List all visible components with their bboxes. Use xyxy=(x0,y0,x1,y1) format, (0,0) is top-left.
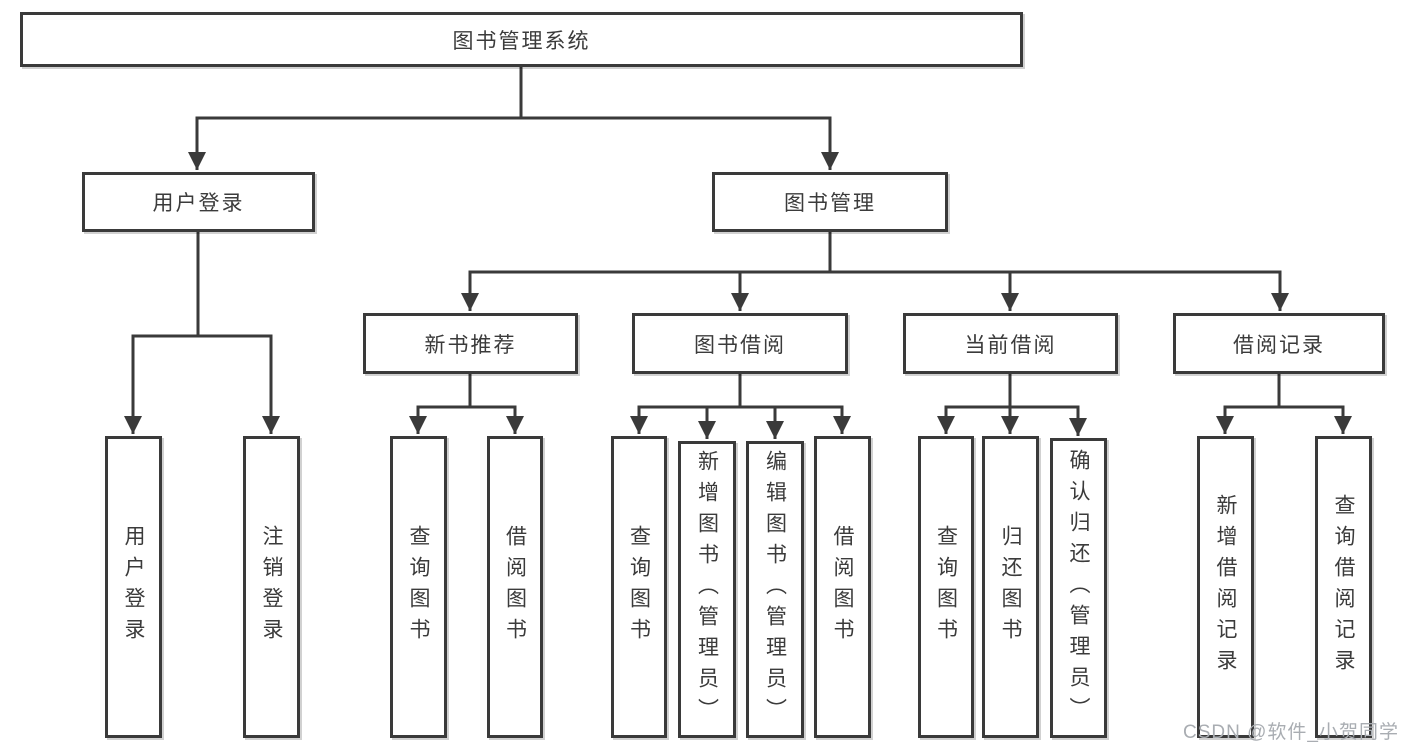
node-borrowing-records: 借阅记录 xyxy=(1173,313,1385,374)
node-query-books-recommend: 查询图书 xyxy=(390,436,447,738)
node-user-login-action: 用户登录 xyxy=(105,436,162,738)
node-edit-book-admin: 编辑图书（管理员） xyxy=(746,441,804,738)
node-return-books: 归还图书 xyxy=(982,436,1039,738)
node-borrow-books: 借阅图书 xyxy=(814,436,871,738)
node-confirm-return-admin: 确认归还（管理员） xyxy=(1050,438,1107,738)
node-book-management: 图书管理 xyxy=(712,172,948,232)
node-new-book-recommendation: 新书推荐 xyxy=(363,313,578,374)
node-query-books-borrow: 查询图书 xyxy=(611,436,667,738)
node-current-borrowing: 当前借阅 xyxy=(903,313,1118,374)
node-query-borrow-record: 查询借阅记录 xyxy=(1315,436,1372,738)
node-add-book-admin: 新增图书（管理员） xyxy=(678,441,736,738)
csdn-watermark: CSDN @软件_小贺同学 xyxy=(1183,722,1399,743)
node-query-books-current: 查询图书 xyxy=(918,436,974,738)
node-user-login: 用户登录 xyxy=(82,172,315,232)
node-library-management-system: 图书管理系统 xyxy=(20,12,1023,67)
node-add-borrow-record: 新增借阅记录 xyxy=(1197,436,1254,738)
node-logout: 注销登录 xyxy=(243,436,300,738)
node-borrow-books-recommend: 借阅图书 xyxy=(487,436,543,738)
node-book-borrowing: 图书借阅 xyxy=(632,313,848,374)
